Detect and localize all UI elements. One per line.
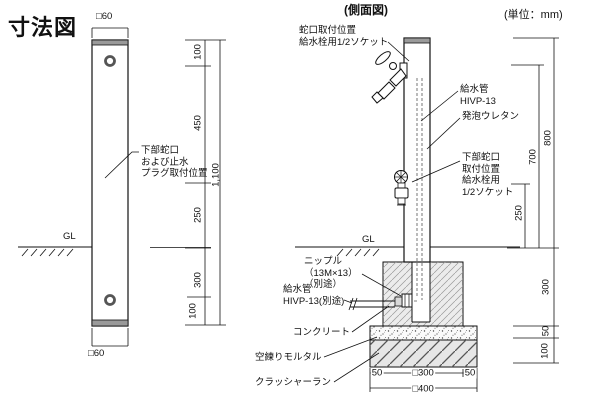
upper-faucet — [371, 51, 408, 104]
side-dim-300: 300 — [540, 279, 552, 295]
front-dim-100-bottom: 100 — [187, 303, 199, 319]
side-view-title: (側面図) — [344, 3, 388, 17]
page-title: 寸法図 — [8, 15, 78, 40]
leader-lines-side — [323, 41, 461, 383]
side-note-mortar: 空練りモルタル — [255, 352, 322, 363]
side-note-urethane: 発泡ウレタン — [462, 111, 520, 122]
front-view-drawing — [18, 27, 226, 347]
side-dim-800: 800 — [542, 130, 554, 146]
side-dim-100: 100 — [539, 343, 551, 359]
side-note-supply-pipe: 給水管 HIVP-13 — [460, 84, 496, 107]
side-dim-700: 700 — [527, 149, 539, 165]
front-dim-100-top: 100 — [192, 44, 204, 60]
side-dim-footing-width: □400 — [411, 383, 435, 395]
side-dim-250: 250 — [513, 205, 525, 221]
dimension-chain-front — [185, 39, 226, 326]
gl-line-front — [18, 246, 211, 257]
front-dim-overall-1100: 1,100 — [210, 163, 222, 187]
side-note-nipple: ニップル （13M×13） （別途） — [304, 256, 358, 290]
size-bracket-top — [91, 27, 129, 38]
post-front-top-cap — [91, 39, 129, 46]
lower-faucet-valve — [394, 170, 409, 206]
side-note-faucet-lower: 下部蛇口 取付位置 給水栓用 1/2ソケット — [462, 152, 514, 198]
mount-hole-bottom — [104, 294, 116, 306]
front-dim-300: 300 — [192, 272, 204, 288]
side-note-supply-pipe-branch: 給水管 HIVP-13(別途) — [283, 284, 345, 307]
unit-note: (単位：mm) — [504, 9, 563, 21]
leader-lower-faucet-front — [104, 151, 139, 179]
side-gl-label: GL — [362, 234, 375, 245]
dimension-chain-side — [507, 37, 559, 364]
post-sleeve-below-grade — [411, 262, 431, 323]
post-front-bottom-cap — [91, 319, 129, 327]
side-dim-base-margin-right: 50 — [463, 367, 477, 379]
front-dim-250: 250 — [192, 207, 204, 223]
side-dim-base-margin-left: 50 — [370, 367, 384, 379]
size-bracket-bottom — [91, 328, 129, 347]
side-note-crusher-run: クラッシャーラン — [255, 377, 332, 388]
front-dim-450: 450 — [192, 115, 204, 131]
post-front — [91, 39, 129, 327]
front-gl-label: GL — [63, 231, 76, 242]
side-note-concrete: コンクリート — [293, 327, 351, 338]
side-dim-base-width: □300 — [411, 367, 435, 379]
gl-line-side — [295, 246, 520, 257]
front-lower-faucet-note: 下部蛇口 および止水 プラグ取付位置 — [141, 145, 208, 179]
nipple-fitting — [394, 293, 413, 308]
front-size-top-label: □60 — [96, 11, 113, 22]
post-side-top-cap — [403, 37, 431, 44]
front-size-bottom-label: □60 — [88, 348, 105, 359]
mount-hole-top — [104, 55, 116, 67]
side-dim-50: 50 — [540, 325, 552, 337]
side-note-faucet-top: 蛇口取付位置 給水栓用1/2ソケット — [299, 25, 389, 48]
